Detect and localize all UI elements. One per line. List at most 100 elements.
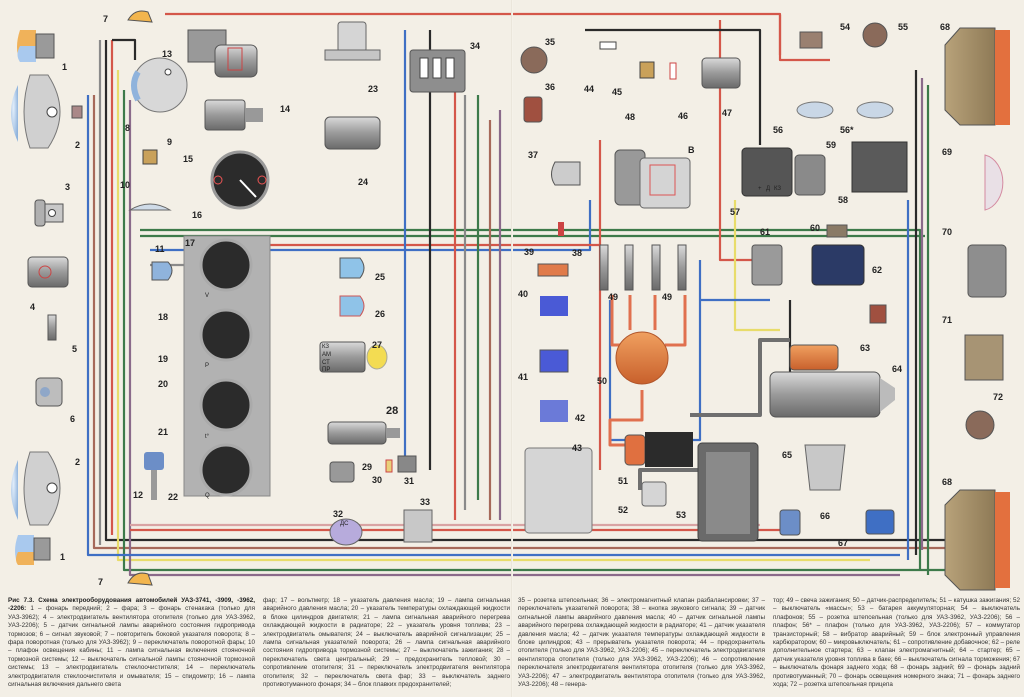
commutator-kz: КЗ — [774, 186, 781, 192]
fuse-box-34 — [409, 49, 466, 93]
label-39: 39 — [524, 247, 534, 257]
gauge-label-v: V — [205, 293, 209, 299]
label-67: 67 — [838, 538, 848, 548]
heater-motor-4 — [27, 256, 69, 288]
label-16: 16 — [192, 210, 202, 220]
wire-red-coil — [608, 390, 644, 447]
side-lamp-3 — [34, 199, 64, 227]
label-47: 47 — [722, 108, 732, 118]
label-60: 60 — [810, 223, 820, 233]
label-31: 31 — [404, 476, 414, 486]
main-light-switch-28 — [327, 421, 400, 445]
socket-55 — [862, 22, 888, 48]
wire-black-top — [112, 38, 137, 60]
label-2: 2 — [75, 140, 80, 150]
figure-caption: Рис 7.3. Схема электрооборудования автом… — [8, 597, 1020, 693]
label-71: 71 — [942, 315, 952, 325]
label-11: 11 — [155, 244, 165, 254]
mass-switch-52 — [641, 481, 667, 507]
label-49b: 49 — [662, 292, 672, 302]
socket-35 — [520, 46, 548, 74]
fuel-gauge-22 — [199, 443, 253, 497]
label-1b: 1 — [60, 552, 65, 562]
label-6: 6 — [70, 414, 75, 424]
headlamp-2-top — [11, 74, 83, 149]
label-2b: 2 — [75, 457, 80, 467]
label-36: 36 — [545, 82, 555, 92]
wire-gray-battery — [690, 338, 790, 417]
label-21: 21 — [158, 427, 168, 437]
label-52: 52 — [618, 505, 628, 515]
side-repeater-7-top — [127, 10, 153, 23]
wire-red-ctl — [778, 15, 830, 62]
label-38: 38 — [572, 248, 582, 258]
starter-64 — [769, 344, 895, 418]
figure-title: Рис 7.3. Схема электрооборудования автом… — [8, 597, 255, 613]
label-58: 58 — [838, 195, 848, 205]
emergency-vibrator-58 — [794, 154, 826, 196]
instrument-cluster — [183, 235, 271, 497]
speedometer-15 — [210, 150, 270, 210]
label-65: 65 — [782, 450, 792, 460]
headlamp-2-bottom — [11, 451, 61, 526]
gauge-label-p: P — [205, 363, 209, 369]
label-32: 32 — [333, 509, 343, 519]
label-30: 30 — [372, 475, 382, 485]
coolant-temp-sensor-42 — [540, 400, 568, 422]
wire-yellow-ctl — [733, 200, 780, 332]
label-26: 26 — [375, 309, 385, 319]
label-42: 42 — [575, 413, 585, 423]
gauge-label-q: Q — [205, 493, 210, 499]
wire-violet — [128, 100, 900, 577]
label-66: 66 — [820, 511, 830, 521]
label-1: 1 — [62, 62, 67, 72]
caption-column-4: тор; 49 – свеча зажигания; 50 – датчик-р… — [773, 597, 1020, 693]
coolant-overheat-sensor-40 — [540, 296, 568, 316]
brake-sensor-5 — [47, 314, 57, 341]
label-72: 72 — [993, 392, 1003, 402]
caption-column-1: Рис 7.3. Схема электрооборудования автом… — [8, 597, 255, 693]
parking-brake-switch-12 — [144, 452, 164, 500]
label-17: 17 — [185, 238, 195, 248]
transistor-commutator-57 — [741, 147, 793, 197]
brake-signal-switch-66 — [779, 509, 801, 536]
commutator-d: Д — [766, 186, 770, 192]
heater-resistor-30 — [385, 459, 393, 473]
label-27: 27 — [372, 340, 382, 350]
battery-53 — [697, 442, 759, 542]
hazard-switch-24 — [324, 116, 381, 150]
label-28: 28 — [386, 405, 398, 417]
label-29: 29 — [362, 462, 372, 472]
wire-harness — [86, 12, 960, 577]
interior-light-56-star — [856, 101, 894, 119]
ignition-switch-27 — [319, 341, 388, 373]
wiper-switch-14 — [204, 99, 263, 131]
label-45: 45 — [612, 87, 622, 97]
label-41: 41 — [518, 372, 528, 382]
extra-resistor-61 — [751, 244, 783, 286]
fog-lamp-switch-33 — [403, 509, 433, 543]
label-34: 34 — [470, 41, 480, 51]
wire-red-hv4 — [665, 295, 687, 347]
heater-fan-motor-47 — [701, 57, 741, 89]
label-19: 19 — [158, 354, 168, 364]
label-46: 46 — [678, 111, 688, 121]
wiper-motor-13 — [187, 29, 258, 78]
label-53: 53 — [676, 510, 686, 520]
label-10: 10 — [120, 180, 130, 190]
wire-green-cross — [140, 228, 922, 570]
solenoid-valve-63 — [869, 304, 887, 324]
front-lamp-1-bottom — [15, 535, 51, 565]
label-64: 64 — [892, 364, 902, 374]
ign-term-pr: ПР — [322, 367, 330, 373]
oil-pressure-lamp-sensor-39 — [537, 263, 569, 277]
ign-term-am: АМ — [322, 352, 331, 358]
side-repeater-7-bottom — [127, 572, 153, 586]
label-40: 40 — [518, 289, 528, 299]
turn-flasher-43 — [524, 447, 593, 534]
label-59: 59 — [826, 140, 836, 150]
ign-term-st: СТ — [322, 360, 330, 366]
label-43: 43 — [572, 443, 582, 453]
oil-pressure-gauge-18 — [199, 308, 253, 362]
label-4: 4 — [30, 302, 35, 312]
